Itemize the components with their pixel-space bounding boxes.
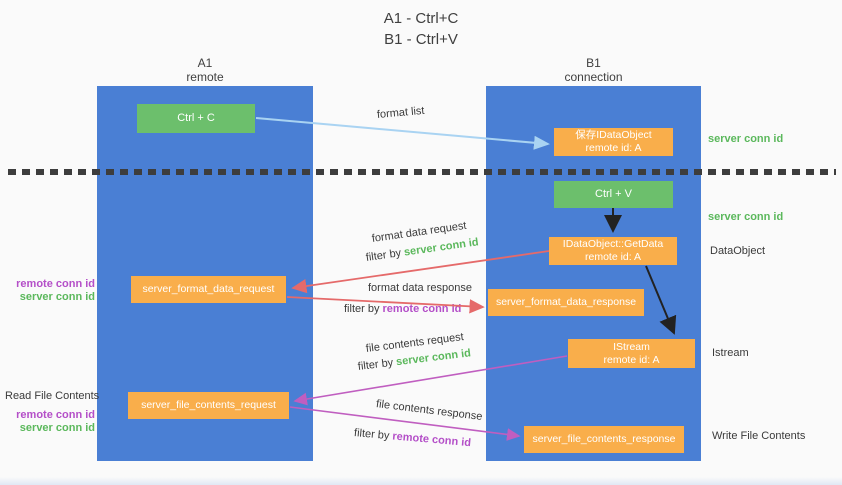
server-file-contents-request-label: server_file_contents_request bbox=[141, 399, 276, 411]
filter-remote-conn-id-2: remote conn id bbox=[391, 430, 472, 450]
save-idataobject-line1: 保存IDataObject bbox=[575, 129, 652, 141]
write-file-contents-label: Write File Contents bbox=[712, 430, 806, 442]
server-file-contents-response-label: server_file_contents_response bbox=[532, 433, 676, 445]
server-format-data-request-label: server_format_data_request bbox=[142, 283, 275, 295]
filter-by-text-1: filter by bbox=[365, 246, 405, 264]
format-data-response-label: format data response bbox=[368, 282, 472, 294]
right-paste-server-conn-id: server conn id bbox=[708, 211, 784, 223]
column-a-name: A1 bbox=[197, 56, 213, 70]
server-format-data-request-box: server_format_data_request bbox=[131, 276, 286, 303]
istream-line2: remote id: A bbox=[603, 353, 660, 366]
idataobject-getdata-box: IDataObject::GetData remote id: A bbox=[549, 237, 677, 265]
ctrl-v-label: Ctrl + V bbox=[595, 188, 632, 200]
server-file-contents-response-box: server_file_contents_response bbox=[524, 426, 684, 453]
save-idataobject-line2: remote id: A bbox=[585, 142, 642, 154]
left-format-remote-conn-id: remote conn id bbox=[16, 278, 95, 290]
istream-side-label: Istream bbox=[712, 347, 749, 359]
left-file-conn-ids: remote conn id server conn id bbox=[0, 409, 95, 435]
left-format-conn-ids: remote conn id server conn id bbox=[0, 278, 95, 304]
column-b-header: B1 connection bbox=[486, 56, 701, 84]
column-a-subtitle: remote bbox=[186, 70, 224, 84]
istream-line1: IStream bbox=[613, 340, 650, 353]
server-format-data-response-label: server_format_data_response bbox=[495, 296, 637, 308]
idataobject-getdata-line2: remote id: A bbox=[584, 251, 642, 263]
ctrl-c-box: Ctrl + C bbox=[137, 104, 255, 133]
format-list-label: format list bbox=[376, 104, 425, 121]
filter-by-text-3: filter by bbox=[357, 356, 397, 373]
dataobject-label: DataObject bbox=[710, 245, 766, 257]
filter-remote-conn-id-1: remote conn id bbox=[382, 303, 462, 315]
right-save-server-conn-id: server conn id bbox=[708, 133, 784, 145]
server-file-contents-request-box: server_file_contents_request bbox=[128, 392, 289, 419]
file-contents-response-filter: filter by remote conn id bbox=[353, 427, 472, 450]
ctrl-v-box: Ctrl + V bbox=[554, 181, 673, 208]
ctrl-c-label: Ctrl + C bbox=[177, 112, 215, 124]
left-file-server-conn-id: server conn id bbox=[19, 422, 95, 434]
read-file-contents-label: Read File Contents bbox=[5, 390, 100, 402]
phase-separator-dotted-line bbox=[8, 169, 836, 175]
column-a-header: A1 remote bbox=[97, 56, 313, 84]
istream-box: IStream remote id: A bbox=[568, 339, 695, 368]
idataobject-getdata-line1: IDataObject::GetData bbox=[562, 238, 664, 250]
title-line-1: A1 - Ctrl+C bbox=[383, 10, 459, 27]
filter-by-text-4: filter by bbox=[353, 427, 393, 443]
format-data-response-filter: filter by remote conn id bbox=[344, 303, 461, 316]
save-idataobject-box: 保存IDataObject remote id: A bbox=[554, 128, 673, 156]
column-b-name: B1 bbox=[586, 56, 601, 70]
title-line-2: B1 - Ctrl+V bbox=[384, 31, 458, 48]
filter-by-text-2: filter by bbox=[344, 303, 383, 315]
server-format-data-response-box: server_format_data_response bbox=[488, 289, 644, 316]
column-b-subtitle: connection bbox=[564, 70, 623, 84]
left-file-remote-conn-id: remote conn id bbox=[16, 409, 95, 421]
left-format-server-conn-id: server conn id bbox=[19, 291, 95, 303]
bottom-fade bbox=[0, 477, 842, 485]
diagram-title: A1 - Ctrl+C B1 - Ctrl+V bbox=[0, 8, 842, 50]
file-contents-response-label: file contents response bbox=[375, 398, 484, 424]
